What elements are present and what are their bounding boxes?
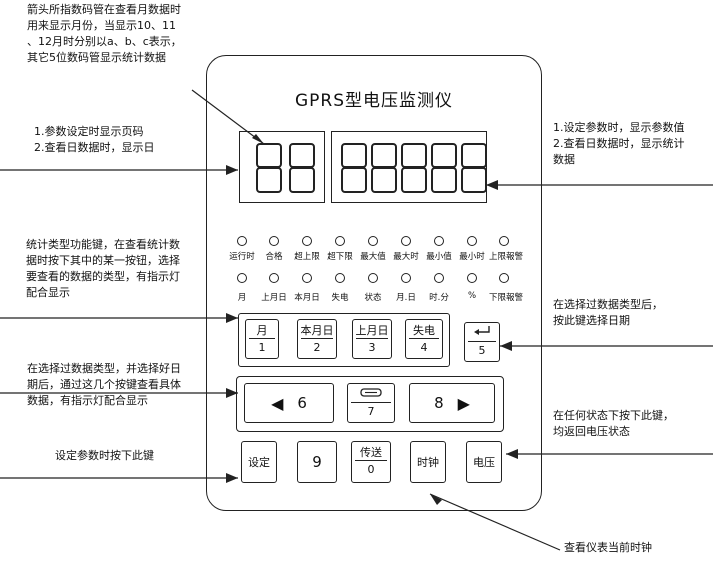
key-last-month-day-3[interactable]: 上月日 3	[352, 319, 392, 359]
led-label-run-time: 运行时	[229, 252, 255, 262]
annotation-month-digit: 箭头所指数码管在查看月数据时 用来显示月份，当显示10、11 、12月时分别以a…	[27, 3, 182, 64]
digit-value-3	[401, 143, 427, 193]
value-display	[331, 131, 487, 203]
led-label-upper-alarm: 上限報警	[488, 252, 524, 262]
led-status	[368, 273, 378, 283]
key-month-1[interactable]: 月 1	[245, 319, 279, 359]
led-over-lower	[335, 236, 345, 246]
key-set[interactable]: 设定	[241, 441, 277, 483]
key-power-loss-4[interactable]: 失电 4	[405, 319, 443, 359]
led-label-last-month-day: 上月日	[261, 293, 287, 303]
led-label-qualified: 合格	[265, 252, 283, 262]
led-max-time	[401, 236, 411, 246]
browse-key-group	[236, 376, 504, 432]
page-display	[239, 131, 325, 203]
key-9[interactable]: 9	[297, 441, 337, 483]
led-lower-alarm	[499, 273, 509, 283]
device-body	[206, 55, 542, 511]
key-left-6[interactable]: ◀ 6	[244, 383, 334, 423]
led-min-time	[467, 236, 477, 246]
led-label-this-month-day: 本月日	[294, 293, 320, 303]
led-label-min-value: 最小值	[426, 252, 452, 262]
annotation-browse-keys: 在选择过数据类型，并选择好日 期后，通过这几个按键查看具体 数据，有指示灯配合显…	[27, 362, 181, 407]
annotation-date-select: 在选择过数据类型后， 按此键选择日期	[553, 298, 663, 327]
digit-value-1	[341, 143, 367, 193]
enter-icon	[465, 324, 499, 341]
led-label-min-time: 最小时	[459, 252, 485, 262]
key-voltage[interactable]: 电压	[466, 441, 502, 483]
key-clock[interactable]: 时钟	[410, 441, 446, 483]
led-label-month-day: 月.日	[396, 293, 416, 303]
digit-value-4	[431, 143, 457, 193]
led-qualified	[269, 236, 279, 246]
digit-page	[289, 143, 315, 193]
led-label-max-time: 最大时	[393, 252, 419, 262]
led-label-max-value: 最大值	[360, 252, 386, 262]
led-over-upper	[302, 236, 312, 246]
led-label-over-upper: 超上限	[294, 252, 320, 262]
key-transfer-7[interactable]: 7	[347, 383, 395, 423]
key-this-month-day-2[interactable]: 本月日 2	[297, 319, 337, 359]
annotation-param-value: 1.设定参数时，显示参数值 2.查看日数据时，显示统计 数据	[553, 121, 685, 166]
device-title: GPRS型电压监测仪	[294, 91, 454, 111]
annotation-clock-key: 查看仪表当前时钟	[564, 541, 652, 554]
led-last-month-day	[269, 273, 279, 283]
led-label-month: 月	[237, 293, 247, 303]
digit-value-5	[461, 143, 487, 193]
digit-value-2	[371, 143, 397, 193]
led-label-hour-minute: 时.分	[429, 293, 449, 303]
led-run-time	[237, 236, 247, 246]
annotation-set-key: 设定参数时按下此键	[55, 449, 154, 462]
stat-type-key-group	[238, 313, 450, 367]
right-arrow-icon: ▶	[457, 393, 470, 413]
key-send-0[interactable]: 传送 0	[351, 441, 391, 483]
annotation-stat-type-keys: 统计类型功能键，在查看统计数 据时按下其中的某一按钮，选择 要查看的数据的类型，…	[26, 238, 180, 299]
led-this-month-day	[302, 273, 312, 283]
led-percent	[467, 273, 477, 283]
led-label-power-loss: 失电	[331, 293, 349, 303]
led-label-over-lower: 超下限	[327, 252, 353, 262]
led-label-status: 状态	[364, 293, 382, 303]
key-right-8[interactable]: 8 ▶	[409, 383, 495, 423]
led-label-percent: %	[467, 291, 477, 301]
left-arrow-icon: ◀	[271, 393, 284, 413]
led-hour-minute	[434, 273, 444, 283]
transfer-icon	[348, 387, 394, 402]
annotation-page-code: 1.参数设定时显示页码 2.查看日数据时，显示日	[34, 125, 155, 154]
led-label-lower-alarm: 下限報警	[488, 293, 524, 303]
digit-month	[256, 143, 282, 193]
led-month-day	[401, 273, 411, 283]
key-enter-5[interactable]: 5	[464, 322, 500, 362]
led-max-value	[368, 236, 378, 246]
led-upper-alarm	[499, 236, 509, 246]
led-power-loss	[335, 273, 345, 283]
led-min-value	[434, 236, 444, 246]
annotation-voltage-return: 在任何状态下按下此键， 均返回电压状态	[553, 409, 674, 438]
led-month	[237, 273, 247, 283]
